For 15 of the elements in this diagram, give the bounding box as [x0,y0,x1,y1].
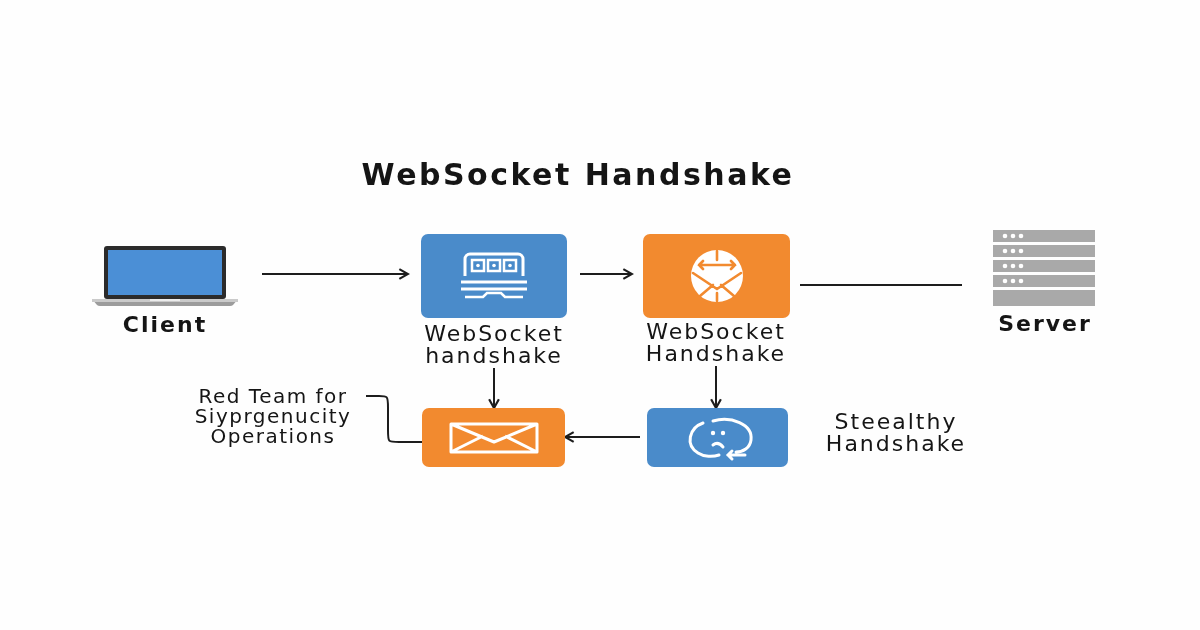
node-label: Client [121,313,209,338]
node-label: WebSocket handshake [423,323,565,367]
diagram-title: WebSocket Handshake [361,158,795,191]
arrow [488,367,500,410]
connector-line [799,284,963,286]
node-label: WebSocket Handshake [644,321,788,365]
arrow [579,268,634,280]
arrow [261,268,410,280]
arrow [563,431,641,443]
leader-line [365,395,423,443]
node-label: Server [997,312,1093,337]
process-box [422,408,565,467]
arrow [710,365,722,410]
node-label: Steealthy Handshake [824,411,968,455]
annotation-text: Red Team for Siyprgenucity Operations [180,386,366,448]
